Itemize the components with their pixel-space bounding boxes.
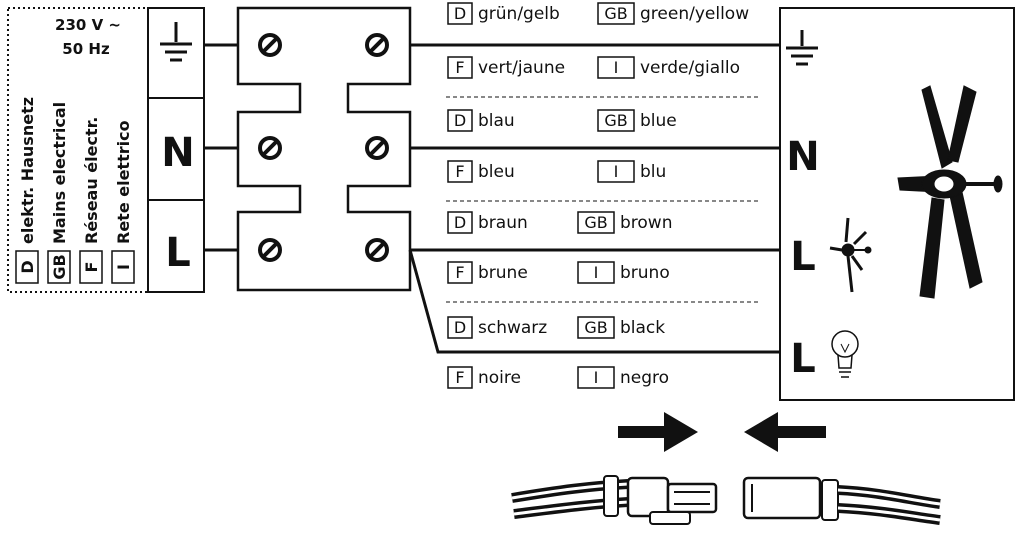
wire-label-code-box [447,56,473,79]
mains-panel: 230 V ~ 50 Hz D GB F I elektr. Hausnetz … [7,7,149,293]
wire-label-text: brown [620,213,673,233]
wire-label-code-box [447,109,473,132]
screw-icon [365,33,389,57]
wire-label-code-box [577,261,615,284]
terminal-block [236,6,412,292]
socket-connector-icon [742,476,941,525]
wire-label-code-box [447,211,473,234]
mains-code-f: F [82,262,101,273]
mains-code-d: D [18,260,37,273]
wire-label-code: F [455,162,464,181]
terminal-labels: N L [147,7,205,293]
wire-label-text: brune [478,263,528,283]
wire-label-text: blu [640,162,666,182]
earth-ground-icon [160,22,192,62]
connector-arrows [618,412,826,452]
screw-icon [365,238,389,262]
terminal-label-l: L [165,230,191,276]
wire-label-code-box [447,160,473,183]
wire-label-code: I [614,58,619,77]
wire-label-code: I [594,368,599,387]
wire-label-text: schwarz [478,318,547,338]
terminal-label-n: N [161,130,194,176]
wire-label-code-box [577,366,615,389]
mains-label-f: Réseau électr. [82,117,101,244]
plug-connector-icon [511,475,718,525]
wire-label-code: GB [584,213,607,232]
wire-label-code-box [597,2,635,25]
wire-label-text: bleu [478,162,515,182]
mains-code-i: I [114,264,133,270]
wires [204,43,780,354]
fan-label-l-motor: L [790,234,816,280]
fan-label-n: N [786,134,819,180]
screw-icon [258,136,282,160]
wire-label-code: F [455,58,464,77]
fan-label-l-light: L [790,336,816,382]
mains-code-gb: GB [50,254,69,279]
wire-label-text: vert/jaune [478,58,565,78]
ceiling-fan-icon [897,85,1003,299]
wire-label-text: braun [478,213,528,233]
wire-label-text: verde/giallo [640,58,740,78]
wire-label-code: F [455,368,464,387]
wire-label-text: blue [640,111,677,131]
wire-label-text: blau [478,111,515,131]
wire-label-code-box [447,366,473,389]
wire-label-code: GB [584,318,607,337]
arrow-left-icon [744,412,826,452]
mains-label-gb: Mains electrical [50,102,69,244]
mains-voltage: 230 V ~ [55,16,121,34]
wire-label-code-box [597,109,635,132]
screw-icon [258,238,282,262]
arrow-right-icon [618,412,698,452]
wire-label-text: negro [620,368,669,388]
wire-separators [446,96,760,303]
mains-label-d: elektr. Hausnetz [18,97,37,244]
wire-label-text: black [620,318,665,338]
earth-ground-icon [786,30,818,66]
terminal-screws [258,33,389,262]
wire-label-code: GB [604,111,627,130]
wire-label-code: F [455,263,464,282]
wire-label-code: GB [604,4,627,23]
wire-label-text: bruno [620,263,670,283]
mains-label-i: Rete elettrico [114,120,133,244]
wire-label-code-box [447,261,473,284]
light-bulb-icon [831,330,859,378]
fan-box: N L L [779,7,1015,401]
wire-label-code-box [577,316,615,339]
mains-frequency: 50 Hz [62,40,110,58]
fan-icon [829,217,872,293]
wire-label-code-box [597,56,635,79]
wire-label-code-box [597,160,635,183]
wire-label-code-box [577,211,615,234]
wire-label-text: green/yellow [640,4,749,24]
wire-label-code: I [594,263,599,282]
wire-live-light [408,249,780,354]
screw-icon [365,136,389,160]
wire-label-text: noire [478,368,521,388]
wire-label-code-box [447,316,473,339]
wire-label-code: D [454,4,466,23]
screw-icon [258,33,282,57]
wire-label-code: D [454,213,466,232]
wire-label-text: grün/gelb [478,4,560,24]
wire-label-code: D [454,318,466,337]
wire-label-code: D [454,111,466,130]
wire-label-code: I [614,162,619,181]
wire-label-code-box [447,2,473,25]
